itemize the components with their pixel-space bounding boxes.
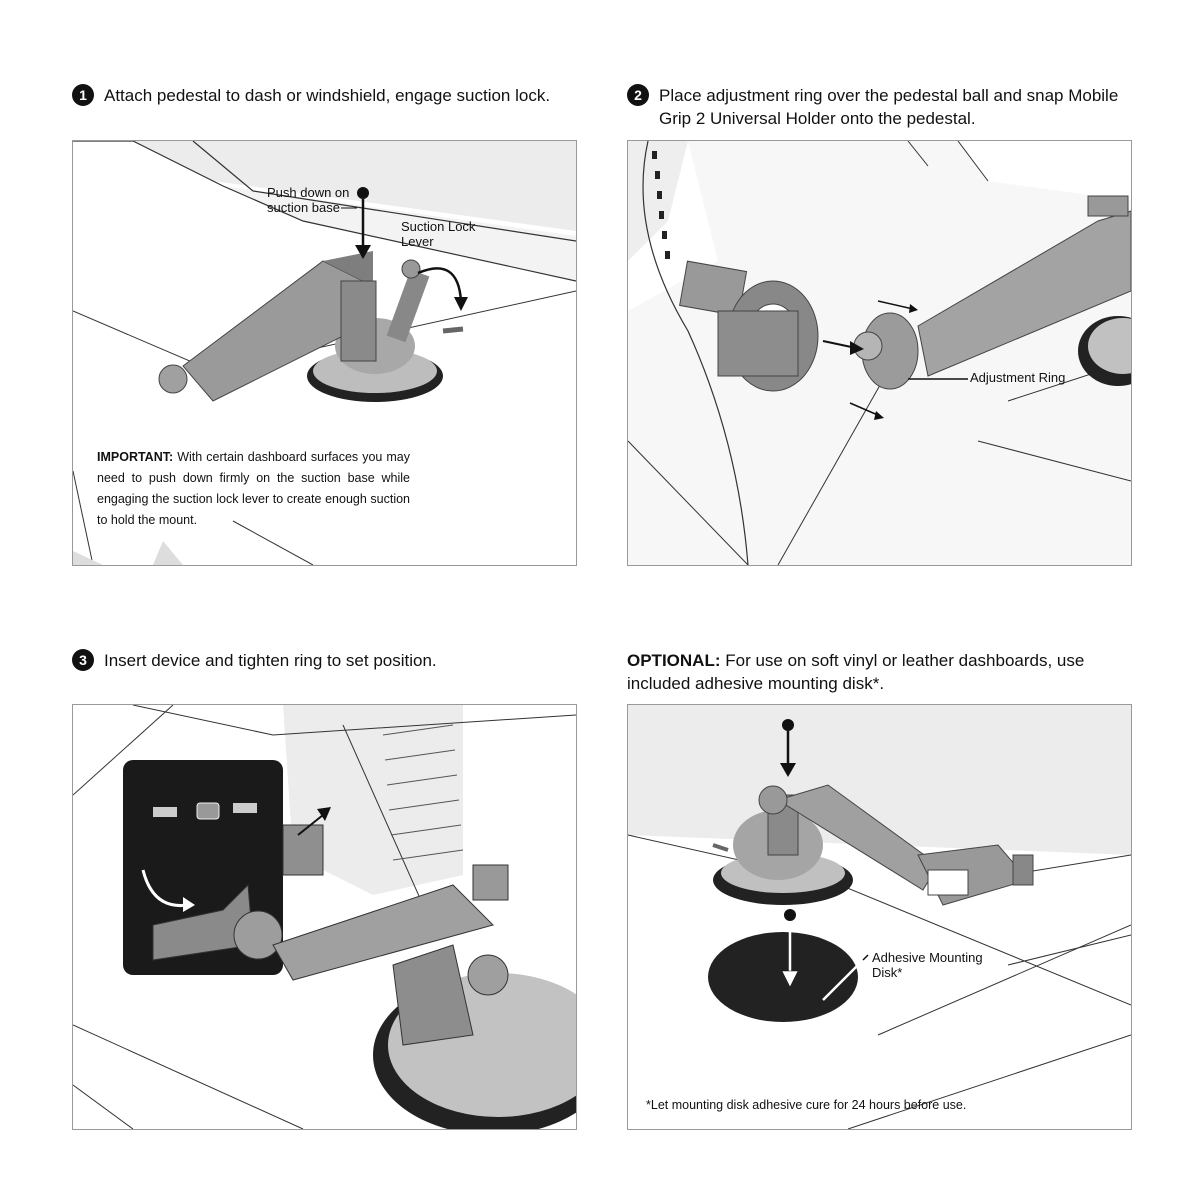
- optional-instruction: For use on soft vinyl or leather dashboa…: [627, 651, 1085, 693]
- adhesive-footnote: *Let mounting disk adhesive cure for 24 …: [646, 1098, 967, 1112]
- step-number-badge: 2: [627, 84, 649, 106]
- step-2-instruction: Place adjustment ring over the pedestal …: [659, 86, 1119, 128]
- step-1-heading: 1 Attach pedestal to dash or windshield,…: [72, 84, 562, 107]
- panel-optional: Adhesive Mounting Disk* *Let mounting di…: [627, 704, 1132, 1130]
- adjustment-ring-label: Adjustment Ring: [970, 370, 1066, 385]
- step-1-illustration: [73, 141, 576, 565]
- suction-lock-lever-label: Suction Lock Lever: [401, 219, 476, 249]
- panel-step-1: Push down on suction base Suction Lock L…: [72, 140, 577, 566]
- adhesive-disk-label: Adhesive Mounting Disk*: [872, 950, 983, 980]
- step-3-instruction: Insert device and tighten ring to set po…: [104, 651, 437, 670]
- optional-label: OPTIONAL:: [627, 651, 721, 670]
- step-3-illustration: [73, 705, 576, 1129]
- optional-illustration: [628, 705, 1131, 1129]
- push-down-label: Push down on suction base: [267, 185, 350, 215]
- step-number-badge: 3: [72, 649, 94, 671]
- optional-heading: OPTIONAL: For use on soft vinyl or leath…: [627, 649, 1127, 695]
- important-note: IMPORTANT: With certain dashboard surfac…: [97, 447, 410, 531]
- important-label: IMPORTANT:: [97, 450, 174, 464]
- step-3-heading: 3 Insert device and tighten ring to set …: [72, 649, 562, 672]
- step-number-badge: 1: [72, 84, 94, 106]
- panel-step-2: Adjustment Ring: [627, 140, 1132, 566]
- panel-step-3: [72, 704, 577, 1130]
- important-text: With certain dashboard surfaces you may …: [97, 450, 410, 527]
- step-1-instruction: Attach pedestal to dash or windshield, e…: [104, 86, 551, 105]
- step-2-illustration: [628, 141, 1131, 565]
- step-2-heading: 2 Place adjustment ring over the pedesta…: [627, 84, 1127, 130]
